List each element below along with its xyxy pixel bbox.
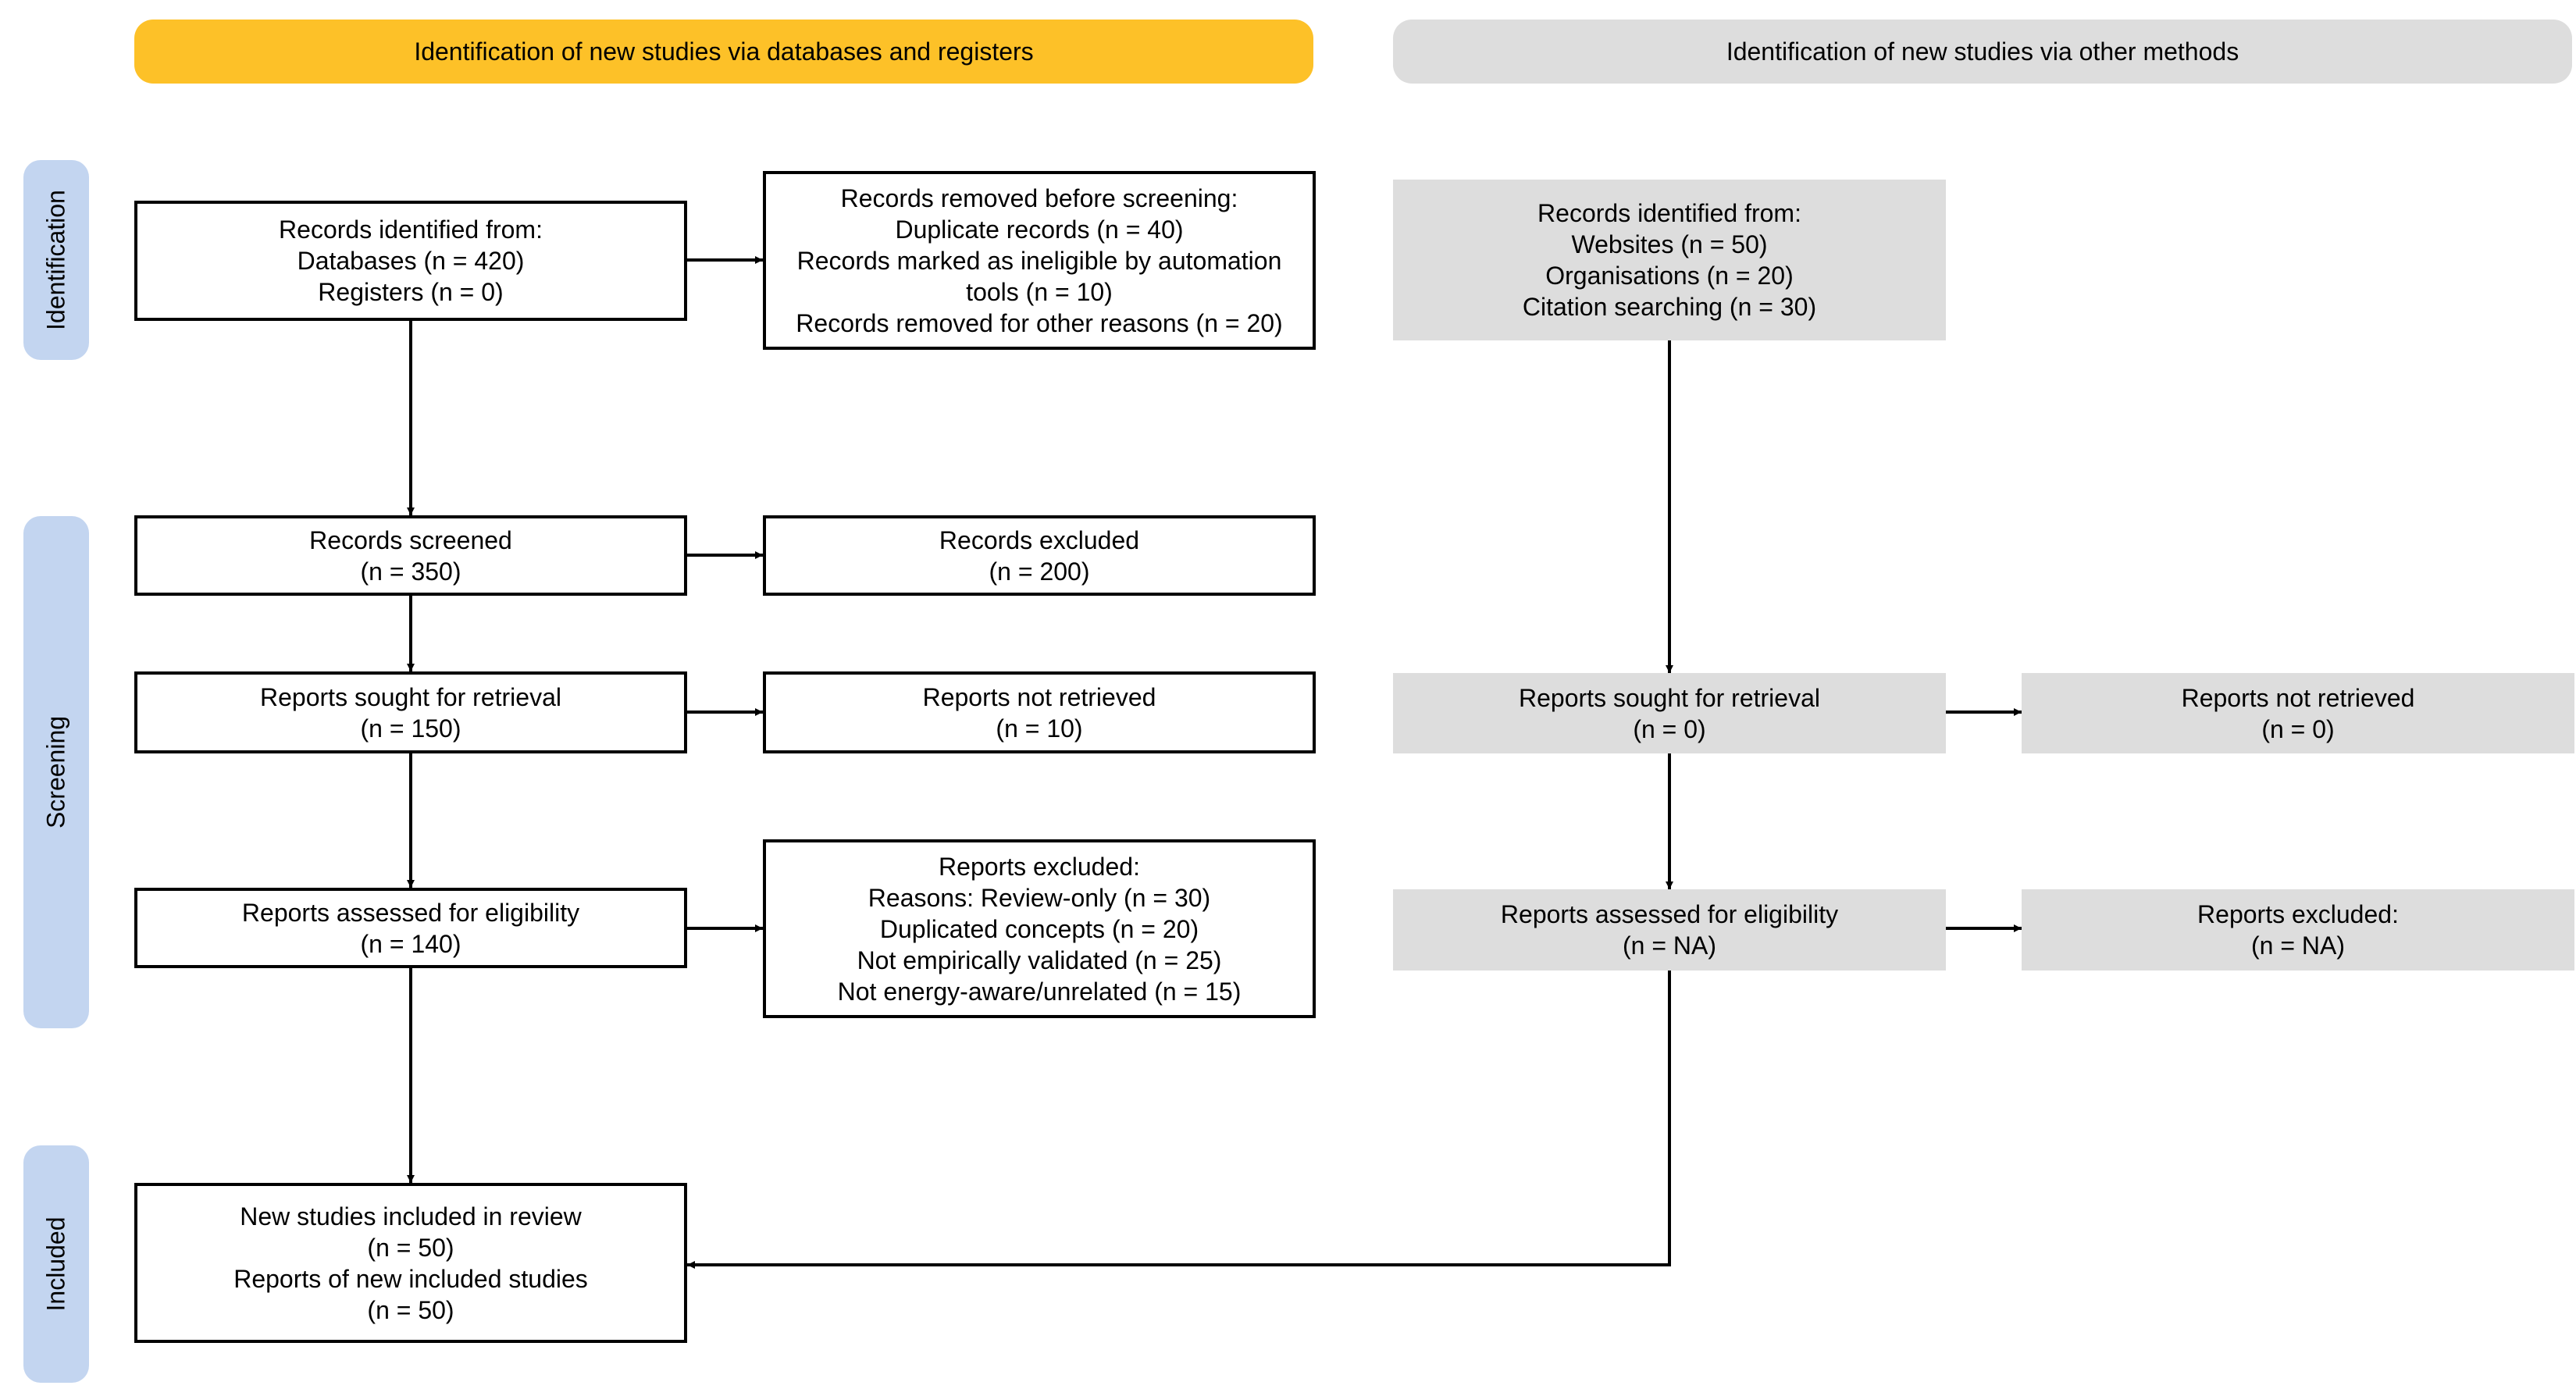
databases-header-label: Identification of new studies via databa… bbox=[414, 37, 1034, 66]
box-other-reports-excluded: Reports excluded: (n = NA) bbox=[2022, 889, 2574, 971]
box-db-records-identified: Records identified from: Databases (n = … bbox=[134, 201, 687, 321]
box-db-reports-assessed: Reports assessed for eligibility (n = 14… bbox=[134, 888, 687, 968]
box-db-reports-excluded: Reports excluded: Reasons: Review-only (… bbox=[763, 839, 1316, 1018]
box-db-reports-not-retrieved: Reports not retrieved (n = 10) bbox=[763, 671, 1316, 753]
other-methods-header: Identification of new studies via other … bbox=[1393, 20, 2572, 84]
box-db-records-screened: Records screened (n = 350) bbox=[134, 515, 687, 596]
arrow-other-assessed-to-included bbox=[687, 971, 1671, 1269]
box-other-records-identified: Records identified from: Websites (n = 5… bbox=[1393, 180, 1946, 340]
box-db-records-excluded: Records excluded (n = 200) bbox=[763, 515, 1316, 596]
box-other-reports-sought: Reports sought for retrieval (n = 0) bbox=[1393, 673, 1946, 753]
other-methods-header-label: Identification of new studies via other … bbox=[1726, 37, 2239, 66]
phase-screening: Screening bbox=[23, 516, 89, 1028]
box-new-studies-included: New studies included in review (n = 50) … bbox=[134, 1183, 687, 1343]
box-other-reports-assessed: Reports assessed for eligibility (n = NA… bbox=[1393, 889, 1946, 971]
box-db-reports-sought: Reports sought for retrieval (n = 150) bbox=[134, 671, 687, 753]
phase-identification: Identification bbox=[23, 160, 89, 360]
box-db-records-removed: Records removed before screening: Duplic… bbox=[763, 171, 1316, 350]
box-other-reports-not-retrieved: Reports not retrieved (n = 0) bbox=[2022, 673, 2574, 753]
databases-header: Identification of new studies via databa… bbox=[134, 20, 1313, 84]
phase-included: Included bbox=[23, 1145, 89, 1383]
